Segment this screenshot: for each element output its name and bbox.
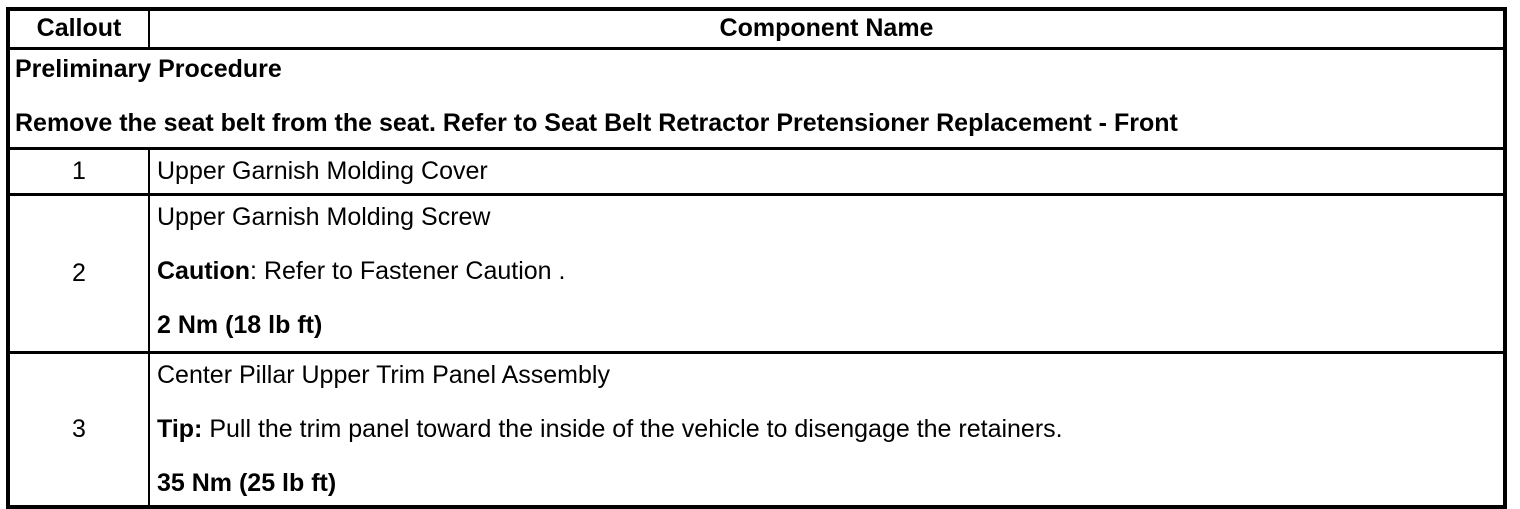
component-name-column-header: Component Name — [148, 7, 1506, 50]
callout-number: 2 — [7, 192, 150, 354]
component-cell: Upper Garnish Molding Screw Caution: Ref… — [148, 192, 1506, 354]
callout-number: 3 — [7, 350, 150, 508]
preliminary-procedure-cell: Preliminary Procedure Remove the seat be… — [7, 46, 1506, 150]
caution-label: Caution — [157, 256, 251, 285]
component-cell: Center Pillar Upper Trim Panel Assembly … — [148, 350, 1506, 508]
component-name-text: Center Pillar Upper Trim Panel Assembly — [157, 361, 1495, 390]
callout-number: 1 — [7, 146, 150, 196]
table-row: 2 Upper Garnish Molding Screw Caution: R… — [7, 192, 1506, 354]
callout-column-header: Callout — [7, 7, 150, 50]
tip-text: Pull the trim panel toward the inside of… — [202, 414, 1063, 443]
component-name-text: Upper Garnish Molding Cover — [157, 157, 1495, 186]
tip-note: Tip: Pull the trim panel toward the insi… — [157, 415, 1495, 444]
preliminary-procedure-instruction: Remove the seat belt from the seat. Refe… — [15, 108, 1178, 137]
component-cell: Upper Garnish Molding Cover — [148, 146, 1506, 196]
tip-label: Tip: — [157, 414, 203, 443]
table-row: 3 Center Pillar Upper Trim Panel Assembl… — [7, 350, 1506, 508]
regular-segment: Upper Garnish Molding Screw — [157, 202, 491, 231]
torque-spec: 2 Nm (18 lb ft) — [157, 311, 1495, 340]
table-row: 1 Upper Garnish Molding Cover — [7, 146, 1506, 196]
regular-segment: Center Pillar Upper Trim Panel Assembly — [157, 360, 610, 389]
torque-value: 35 Nm (25 lb ft) — [157, 468, 337, 497]
regular-segment: Upper Garnish Molding Cover — [157, 156, 488, 185]
torque-spec: 35 Nm (25 lb ft) — [157, 469, 1495, 498]
caution-note: Caution: Refer to Fastener Caution . — [157, 257, 1495, 286]
torque-value: 2 Nm (18 lb ft) — [157, 310, 323, 339]
component-name-text: Upper Garnish Molding Screw — [157, 203, 1495, 232]
preliminary-procedure-row: Preliminary Procedure Remove the seat be… — [7, 46, 1506, 150]
preliminary-procedure-title: Preliminary Procedure — [15, 54, 282, 83]
component-callout-table: Callout Component Name Preliminary Proce… — [6, 7, 1507, 509]
table-header-row: Callout Component Name — [7, 7, 1506, 50]
caution-text: : Refer to Fastener Caution . — [250, 256, 566, 285]
